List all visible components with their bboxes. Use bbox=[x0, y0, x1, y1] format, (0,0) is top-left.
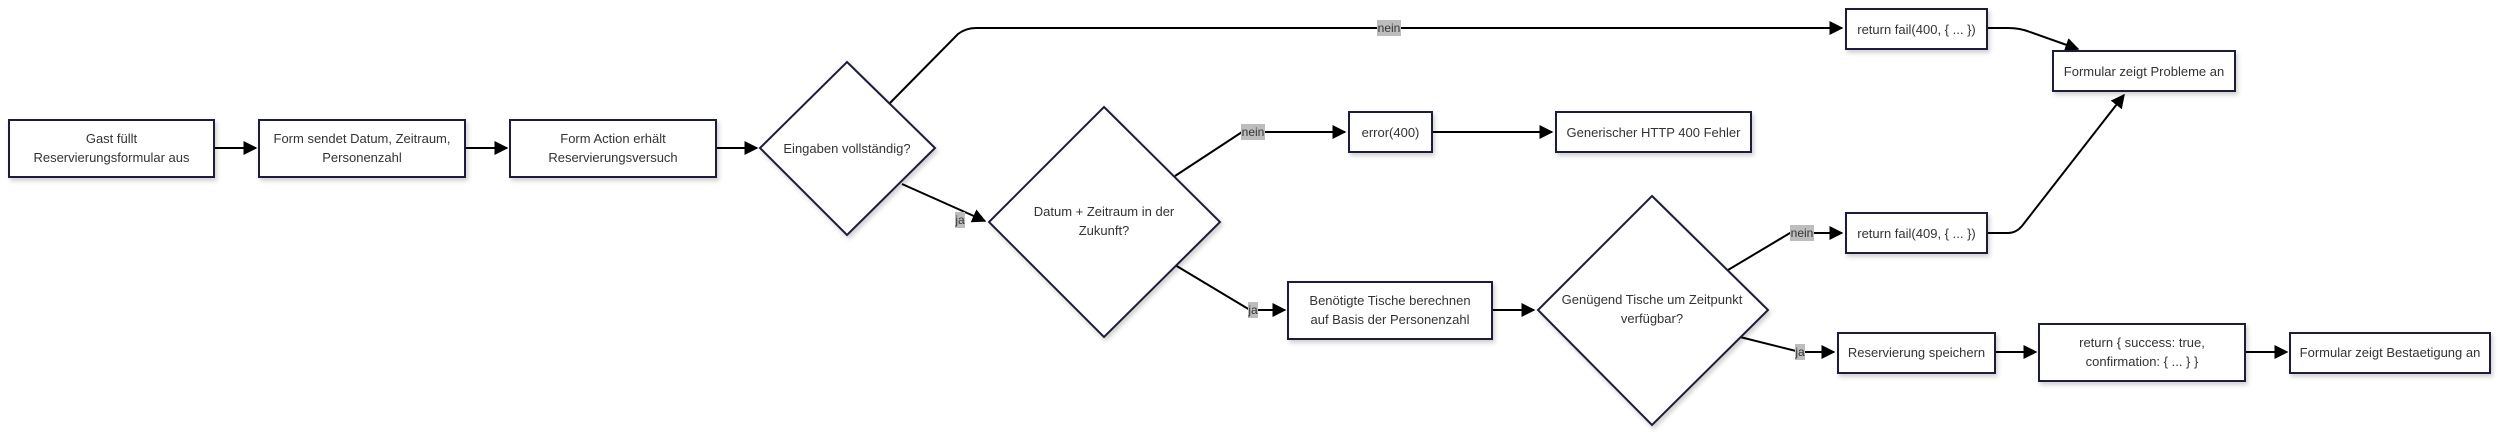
node-form-shows-problems: Formular zeigt Probleme an bbox=[2052, 50, 2236, 92]
edge-labels: nein ja nein ja nein ja bbox=[954, 20, 1814, 360]
edge-label-enough-yes: ja bbox=[1794, 344, 1805, 360]
decision-inputs-complete: Eingaben vollständig? bbox=[758, 60, 937, 237]
svg-text:ja: ja bbox=[1794, 345, 1805, 359]
edge-date-yes-to-compute bbox=[1174, 264, 1287, 317]
svg-text:return fail(409, { ... }): return fail(409, { ... }) bbox=[1857, 226, 1976, 241]
edge-inputs-no-to-fail-400 bbox=[889, 21, 1844, 104]
svg-text:Formular zeigt Probleme an: Formular zeigt Probleme an bbox=[2064, 64, 2224, 79]
node-error-400: error(400) bbox=[1348, 111, 1433, 153]
svg-text:return fail(400, { ... }): return fail(400, { ... }) bbox=[1857, 22, 1976, 37]
svg-text:error(400): error(400) bbox=[1362, 125, 1420, 140]
edge-label-date-yes: ja bbox=[1247, 302, 1258, 318]
node-form-shows-confirmation: Formular zeigt Bestaetigung an bbox=[2289, 332, 2491, 374]
edge-label-inputs-yes: ja bbox=[954, 212, 965, 228]
svg-text:ja: ja bbox=[1247, 303, 1258, 317]
edge-fail-409-to-problems bbox=[1987, 93, 2125, 234]
edge-label-enough-no: nein bbox=[1790, 225, 1814, 241]
edge-inputs-yes-to-date bbox=[901, 183, 987, 223]
node-form-sends-data: Form sendet Datum, Zeitraum,Personenzahl bbox=[258, 119, 466, 178]
svg-text:Eingaben vollständig?: Eingaben vollständig? bbox=[783, 141, 910, 156]
edge-fail-400-to-problems bbox=[1987, 27, 2080, 52]
node-return-fail-409: return fail(409, { ... }) bbox=[1845, 212, 1988, 254]
svg-text:return { success: true,confirm: return { success: true,confirmation: { .… bbox=[2079, 335, 2205, 369]
svg-text:Generischer HTTP 400 Fehler: Generischer HTTP 400 Fehler bbox=[1567, 125, 1742, 140]
svg-text:Formular zeigt Bestaetigung an: Formular zeigt Bestaetigung an bbox=[2300, 345, 2481, 360]
svg-text:ja: ja bbox=[954, 213, 965, 227]
edge-label-inputs-no: nein bbox=[1377, 20, 1401, 36]
node-generic-http-400: Generischer HTTP 400 Fehler bbox=[1555, 111, 1752, 153]
edge-label-date-no: nein bbox=[1241, 124, 1265, 140]
node-return-fail-400: return fail(400, { ... }) bbox=[1845, 8, 1988, 50]
svg-text:nein: nein bbox=[1791, 226, 1814, 240]
edge-enough-no-to-fail-409 bbox=[1727, 226, 1844, 271]
node-return-success: return { success: true,confirmation: { .… bbox=[2038, 323, 2246, 382]
svg-text:Form sendet Datum, Zeitraum,Pe: Form sendet Datum, Zeitraum,Personenzahl bbox=[274, 131, 451, 165]
svg-text:Reservierung speichern: Reservierung speichern bbox=[1848, 345, 1985, 360]
edge-enough-yes-to-save bbox=[1739, 336, 1836, 359]
svg-text:nein: nein bbox=[1378, 21, 1401, 35]
node-save-reservation: Reservierung speichern bbox=[1837, 332, 1996, 374]
svg-text:nein: nein bbox=[1242, 125, 1265, 139]
